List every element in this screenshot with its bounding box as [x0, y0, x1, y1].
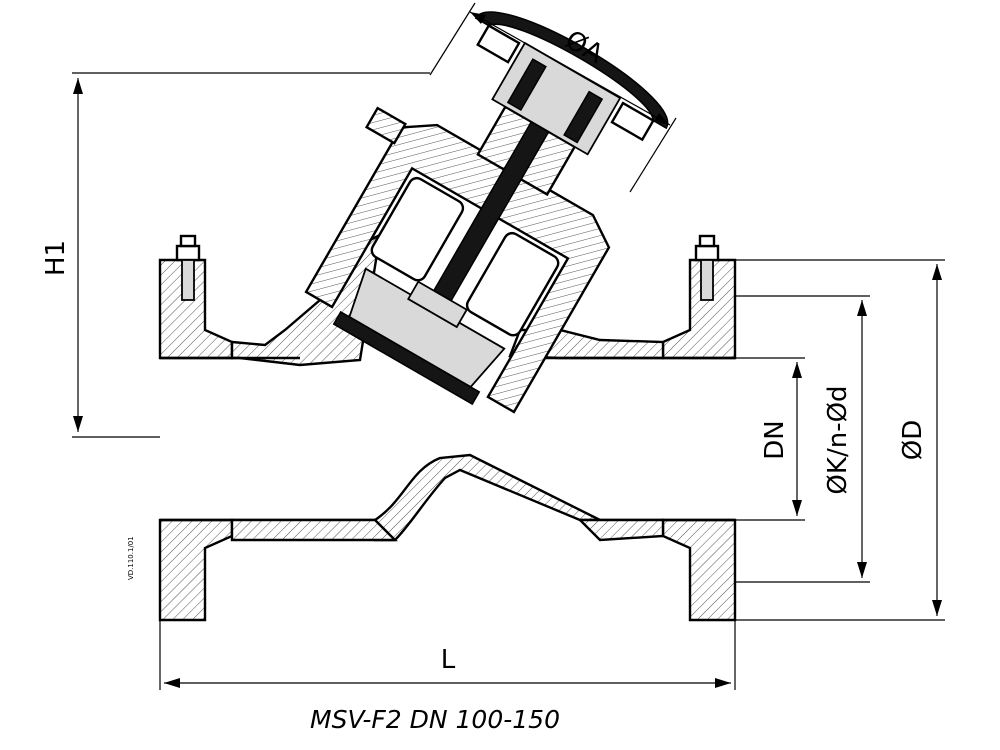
side-port — [364, 106, 407, 145]
body-bottom-right-wall — [577, 518, 665, 542]
label-h1: H1 — [41, 240, 71, 276]
hub-insert-left — [506, 58, 547, 111]
dimension-dia-d: ØD — [735, 259, 945, 621]
drawing-code: VD.110.1/01 — [127, 536, 135, 580]
bonnet-chamber-left — [370, 176, 465, 282]
right-flange — [661, 258, 737, 360]
stem-collar — [407, 280, 468, 329]
label-dia-d: ØD — [898, 420, 928, 461]
bonnet-chamber-right — [465, 231, 560, 337]
disc-seal — [332, 310, 481, 406]
label-l: L — [441, 645, 456, 675]
label-dia-k: ØK/n-Ød — [823, 385, 853, 494]
right-bolt — [694, 234, 720, 301]
dimension-dn: DN — [735, 357, 805, 521]
left-flange — [158, 258, 234, 360]
seat-wall — [373, 453, 601, 542]
handwheel-cap — [474, 11, 669, 130]
dimension-l: L — [159, 620, 736, 690]
bonnet-assembly — [304, 11, 669, 414]
right-flange-bottom — [661, 518, 737, 622]
left-flange-bottom — [158, 518, 234, 622]
left-bolt — [175, 234, 201, 301]
dimension-h1: H1 — [41, 72, 430, 438]
label-dn: DN — [760, 420, 790, 459]
body-bottom-wall — [230, 518, 398, 542]
handwheel-rim — [476, 23, 655, 142]
hub-insert-right — [563, 90, 604, 144]
dimension-dia-k: ØK/n-Ød — [735, 295, 870, 583]
caption: MSV-F2 DN 100-150 — [310, 705, 560, 734]
